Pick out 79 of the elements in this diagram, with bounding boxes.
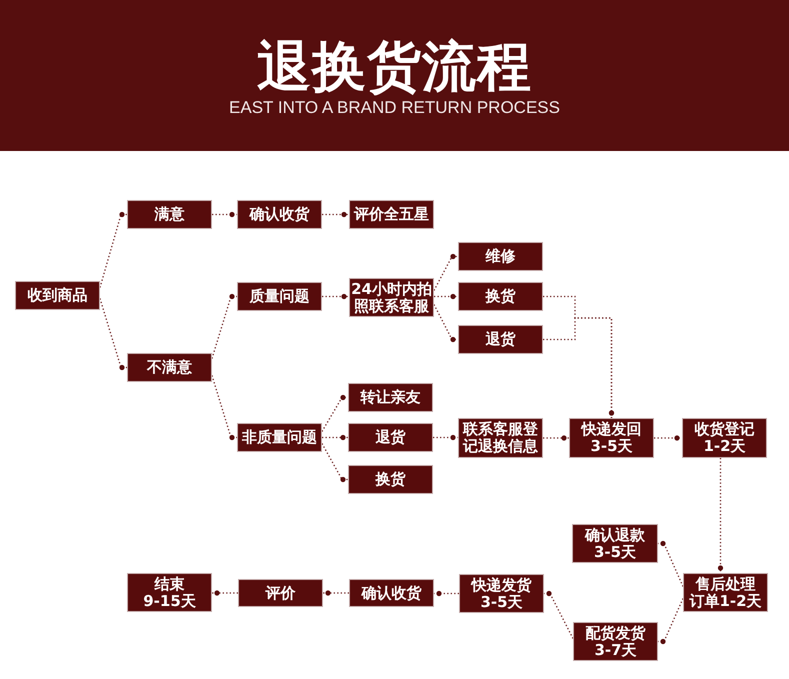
connector-line	[322, 434, 348, 440]
step-label: 快递发回	[582, 421, 642, 438]
connector-line	[543, 435, 569, 441]
step-label: 转让亲友	[360, 389, 420, 406]
step-label: 收货登记	[694, 421, 754, 438]
step-label: 退货	[486, 331, 516, 348]
step-label: 质量问题	[250, 288, 310, 305]
connector-line	[99, 298, 127, 370]
step-label: 确认收货	[250, 206, 310, 223]
step-label: 配货发货	[586, 624, 646, 642]
duration-label: 1-2天	[703, 438, 746, 455]
step-box	[458, 282, 543, 311]
step-box	[237, 200, 322, 229]
step-label: 联系客服登记退换信息	[462, 421, 539, 455]
step-label: 满意	[154, 206, 184, 223]
step-box	[348, 465, 433, 494]
step-box	[348, 383, 433, 412]
step-box	[238, 579, 323, 607]
connector-line	[434, 294, 458, 300]
connector-line	[544, 590, 574, 639]
connector-line	[658, 540, 684, 587]
step-box	[572, 524, 658, 563]
step-box	[573, 622, 658, 661]
connector-line	[211, 294, 237, 359]
subtitle: EAST INTO A BRAND RETURN PROCESS	[229, 98, 560, 118]
connector-line	[322, 212, 349, 218]
step-box	[15, 281, 100, 310]
connector-line	[211, 375, 237, 440]
duration-label: 3-5天	[480, 594, 523, 610]
connector-line	[543, 317, 614, 418]
connector-line	[658, 598, 684, 644]
step-label: 评价全五星	[354, 206, 429, 223]
step-box	[458, 325, 543, 354]
step-label: 换货	[486, 288, 516, 305]
step-label: 评价	[266, 584, 296, 602]
step-label: 结束	[154, 576, 184, 592]
step-box	[127, 353, 212, 382]
step-box	[127, 200, 212, 229]
duration-label: 订单1-2天	[689, 592, 762, 610]
connector-line	[322, 294, 349, 300]
step-label: 换货	[376, 471, 406, 488]
duration-label: 3-5天	[594, 544, 636, 560]
connector-line	[433, 434, 458, 440]
connector-line	[433, 254, 458, 291]
step-label: 确认退款	[585, 526, 645, 544]
step-box	[459, 574, 544, 613]
connector-line	[718, 458, 724, 573]
step-box	[349, 579, 434, 607]
connector-line	[323, 590, 349, 596]
duration-label: 3-7天	[594, 642, 637, 658]
step-label: 快递发货	[472, 576, 532, 594]
step-label: 不满意	[147, 359, 192, 376]
step-label: 售后处理	[696, 576, 756, 592]
duration-label: 9-15天	[143, 592, 196, 610]
step-box	[682, 418, 767, 458]
connector-line	[321, 443, 348, 482]
step-box	[683, 573, 768, 612]
step-box	[569, 418, 654, 458]
step-label: 非质量问题	[242, 429, 317, 446]
connector-line	[321, 394, 348, 432]
connector-line	[212, 590, 238, 596]
connector-line	[654, 435, 682, 441]
connector-line	[212, 212, 237, 218]
step-label: 收到商品	[28, 287, 88, 304]
step-box	[237, 282, 322, 311]
title: 退换货流程	[257, 37, 532, 97]
connector-line	[433, 304, 458, 342]
step-label: 退货	[376, 429, 406, 446]
step-box	[458, 242, 543, 271]
duration-label: 3-5天	[590, 438, 633, 455]
connector-line	[434, 590, 459, 596]
connector-line	[99, 212, 127, 288]
step-box	[349, 200, 434, 229]
step-box	[237, 423, 322, 452]
step-box	[127, 573, 212, 612]
step-label: 确认收货	[362, 584, 422, 602]
step-label: 维修	[486, 248, 516, 265]
step-box	[348, 423, 433, 452]
step-label: 24小时内拍照联系客服	[350, 280, 433, 314]
